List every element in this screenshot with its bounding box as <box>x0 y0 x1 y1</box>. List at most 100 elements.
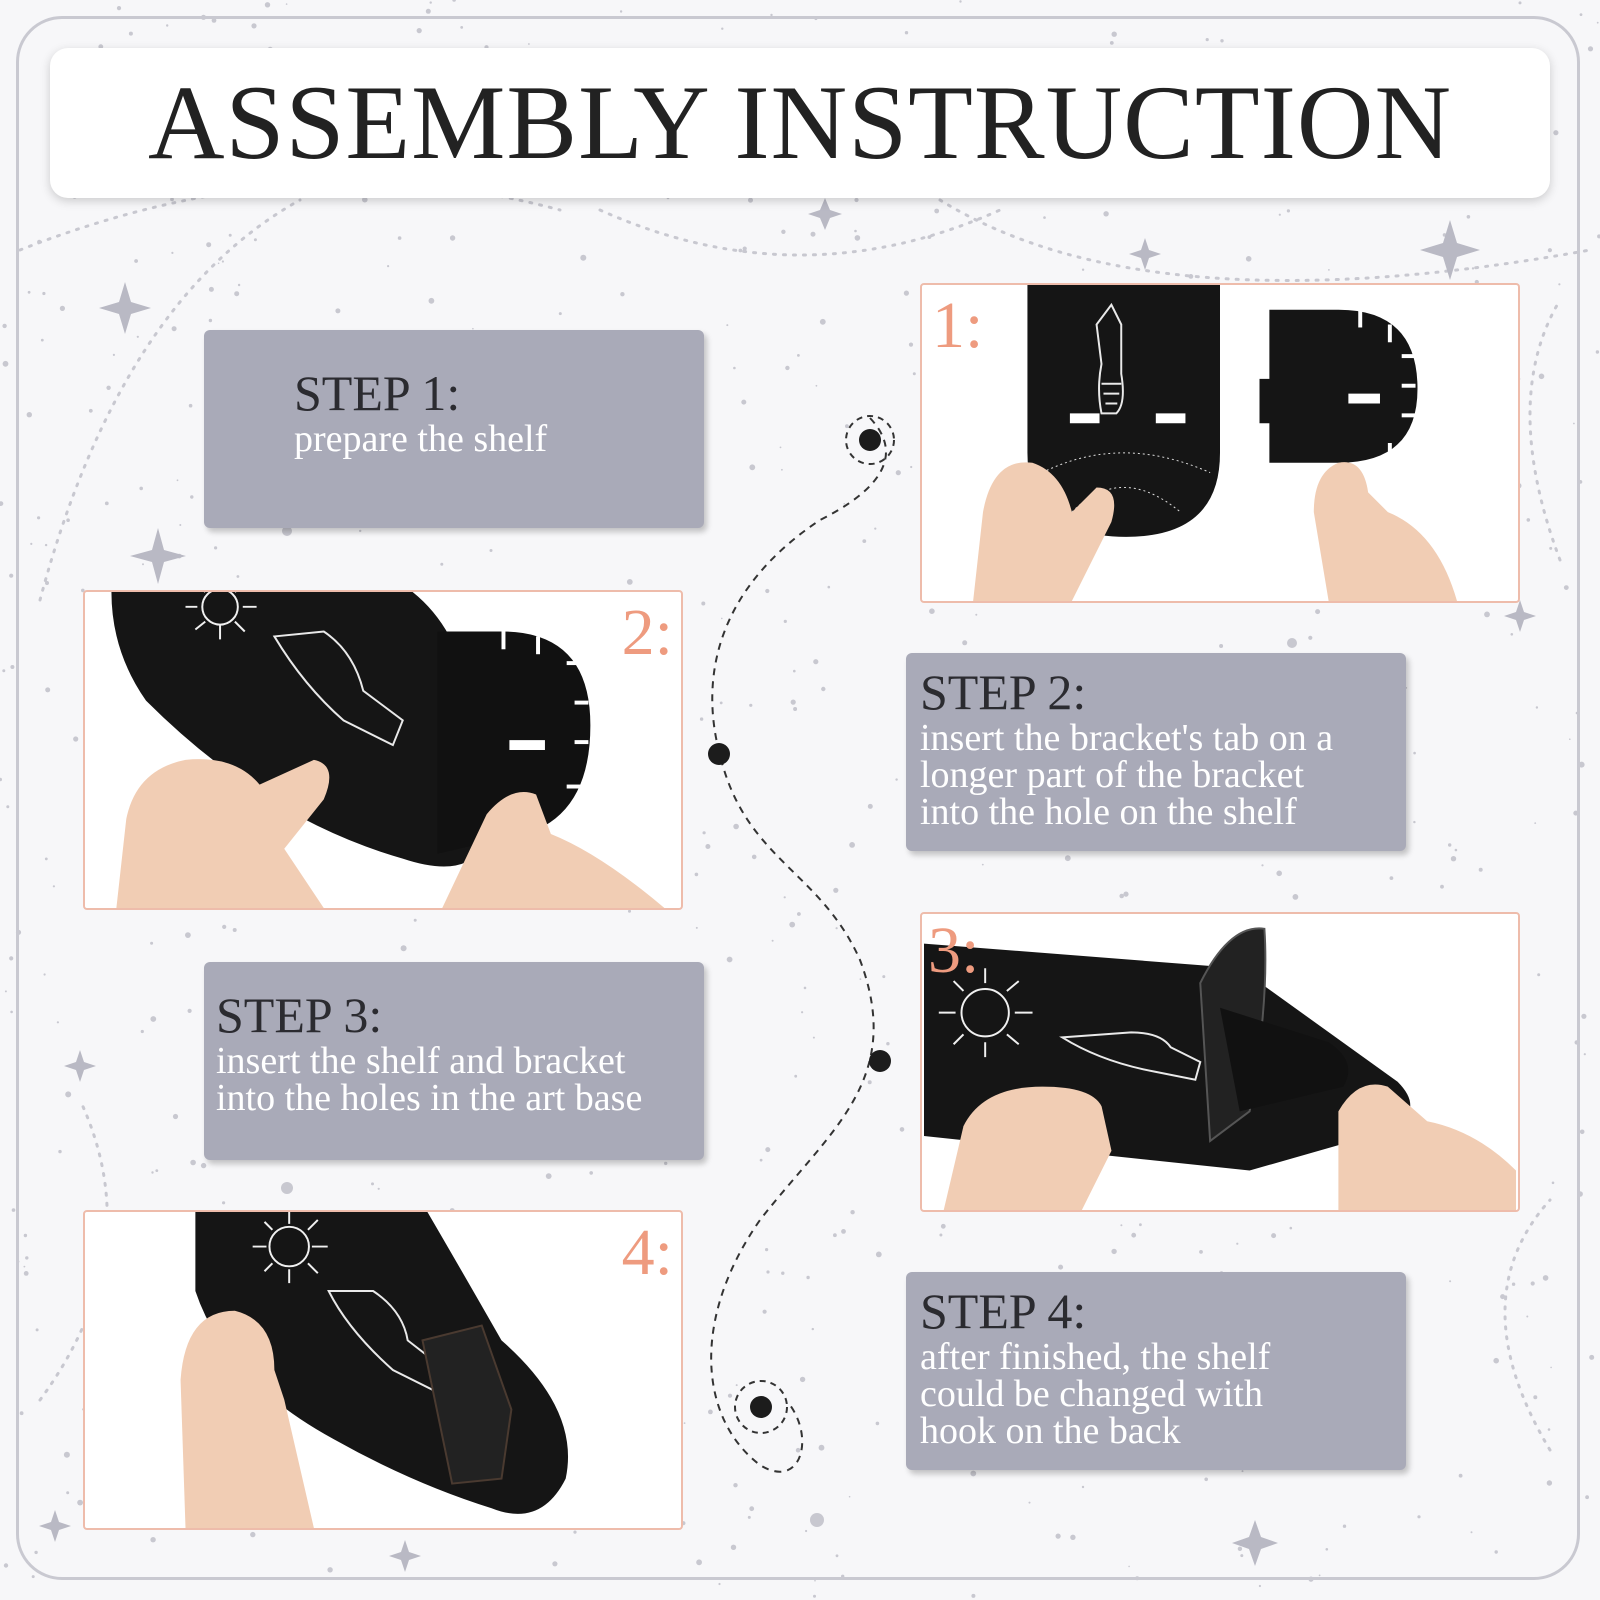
speckle-dot <box>172 1113 179 1120</box>
speckle-dot <box>1286 209 1290 213</box>
speckle-dot <box>910 465 913 469</box>
speckle-dot <box>1573 422 1575 425</box>
speckle-dot <box>1542 1275 1549 1281</box>
speckle-dot <box>185 932 191 938</box>
speckle-dot <box>9 956 14 961</box>
speckle-dot <box>934 208 940 214</box>
speckle-dot <box>628 909 631 913</box>
speckle-dot <box>1237 1546 1243 1552</box>
step-3-box: STEP 3: insert the shelf and bracket int… <box>204 962 704 1160</box>
speckle-dot <box>699 717 704 721</box>
speckle-dot <box>1413 751 1416 755</box>
speckle-dot <box>2 669 6 673</box>
speckle-dot <box>237 283 241 287</box>
photo-step-2: 2: <box>83 590 683 910</box>
speckle-dot <box>171 251 174 254</box>
speckle-dot <box>1546 1480 1553 1486</box>
speckle-dot <box>43 973 46 976</box>
speckle-dot <box>1533 1395 1538 1400</box>
speckle-dot <box>1328 269 1330 271</box>
speckle-dot <box>619 10 623 13</box>
speckle-dot <box>56 1021 60 1024</box>
speckle-dot <box>1278 213 1281 216</box>
step-1-text: prepare the shelf <box>294 418 548 460</box>
speckle-dot <box>25 1256 29 1260</box>
speckle-dot <box>151 1171 154 1174</box>
speckle-dot <box>452 0 456 2</box>
speckle-dot <box>718 1582 721 1586</box>
speckle-dot <box>1043 216 1046 219</box>
speckle-dot <box>683 1422 686 1424</box>
speckle-dot <box>848 1495 851 1498</box>
speckle-dot <box>1205 38 1209 42</box>
speckle-dot <box>1389 876 1394 880</box>
speckle-dot <box>1139 1223 1142 1227</box>
sparkle-star-icon <box>1232 1520 1278 1566</box>
speckle-dot <box>371 1182 374 1186</box>
speckle-dot <box>155 1169 159 1172</box>
speckle-dot <box>1500 1294 1506 1300</box>
speckle-dot <box>170 197 174 202</box>
speckle-dot <box>1553 130 1559 136</box>
speckle-dot <box>171 326 177 332</box>
speckle-dot <box>44 857 48 861</box>
speckle-dot <box>886 1042 890 1046</box>
speckle-dot <box>1526 1315 1529 1318</box>
speckle-dot <box>1471 267 1475 270</box>
step-1-heading: STEP 1: <box>294 365 461 421</box>
speckle-dot <box>37 516 41 520</box>
speckle-dot <box>770 13 773 17</box>
speckle-dot <box>428 297 435 304</box>
outer-frame <box>16 16 1580 1580</box>
speckle-dot <box>797 354 800 357</box>
speckle-dot <box>200 1162 207 1169</box>
speckle-dot <box>726 324 729 327</box>
sparkle-star-icon <box>99 282 151 334</box>
speckle-dot <box>854 235 861 241</box>
speckle-dot <box>912 372 916 376</box>
speckle-dot <box>136 335 139 338</box>
speckle-dot <box>0 777 2 782</box>
speckle-dot <box>11 1208 16 1212</box>
speckle-dot <box>377 1187 380 1190</box>
speckle-dot <box>1103 211 1109 217</box>
speckle-dot <box>1494 1550 1498 1554</box>
speckle-dot <box>747 1515 751 1519</box>
speckle-dot <box>1204 1477 1208 1482</box>
speckle-dot <box>929 608 935 614</box>
speckle-dot <box>545 1173 552 1179</box>
speckle-dot <box>940 1223 946 1229</box>
speckle-dot <box>664 1161 668 1166</box>
speckle-dot <box>1484 611 1490 618</box>
speckle-dot <box>1578 761 1585 768</box>
speckle-dot <box>626 579 633 585</box>
speckle-dot <box>805 1529 808 1533</box>
speckle-dot <box>1547 1428 1551 1431</box>
speckle-dot <box>1587 46 1594 52</box>
speckle-dot <box>1276 870 1282 877</box>
step-2-box: STEP 2: insert the bracket's tab on a lo… <box>906 653 1406 851</box>
speckle-dot <box>781 229 786 234</box>
speckle-dot <box>251 23 257 29</box>
speckle-dot <box>1493 1357 1499 1364</box>
speckle-dot <box>1595 350 1600 354</box>
speckle-dot <box>814 1579 816 1582</box>
speckle-dot <box>1558 283 1561 286</box>
photo-step-4: 4: <box>83 1210 683 1530</box>
speckle-dot <box>810 231 816 237</box>
speckle-dot <box>66 518 70 522</box>
speckle-dot <box>1538 373 1545 380</box>
speckle-dot <box>150 941 154 945</box>
speckle-dot <box>0 501 4 506</box>
speckle-dot <box>1510 633 1514 636</box>
speckle-dot <box>899 1127 905 1132</box>
title-banner: ASSEMBLY INSTRUCTION <box>50 48 1550 198</box>
speckle-dot <box>696 1559 702 1566</box>
speckle-dot <box>620 292 625 297</box>
speckle-dot <box>208 318 213 323</box>
speckle-dot <box>1547 248 1552 253</box>
speckle-dot <box>19 1411 24 1416</box>
speckle-dot <box>26 412 32 418</box>
shelf-pieces-illustration <box>973 285 1457 601</box>
speckle-dot <box>971 1593 976 1598</box>
